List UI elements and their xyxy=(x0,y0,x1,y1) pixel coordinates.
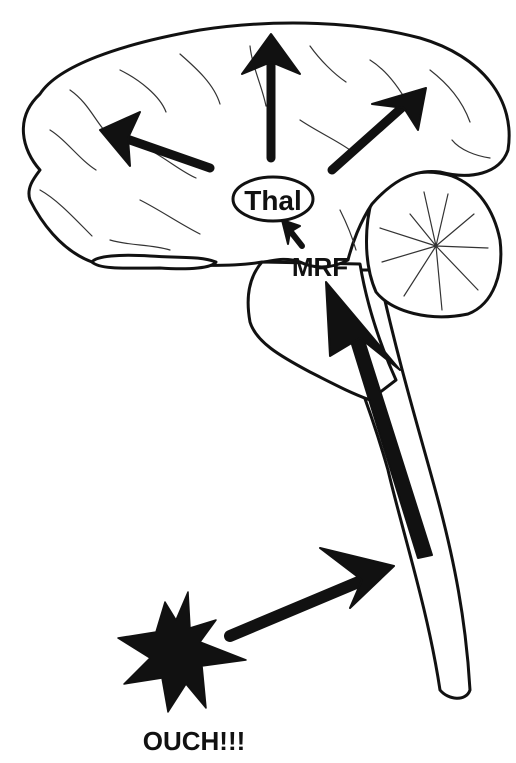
arrow-pain-to-cord xyxy=(230,548,394,636)
ouch-label: OUCH!!! xyxy=(143,726,246,756)
mrf-label: MRF xyxy=(292,252,348,282)
thalamus-label: Thal xyxy=(244,185,302,216)
corpus-callosum xyxy=(92,255,216,269)
pain-star-icon xyxy=(118,592,246,712)
cerebellum xyxy=(367,172,501,317)
